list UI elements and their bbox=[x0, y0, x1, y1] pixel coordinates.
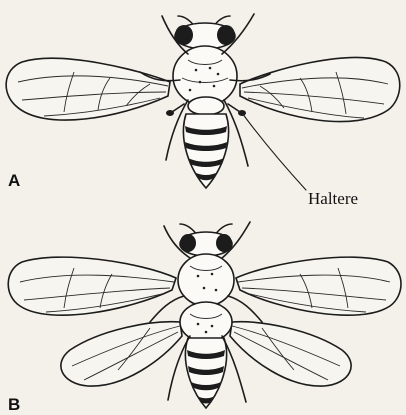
abdomen bbox=[183, 114, 228, 188]
head bbox=[175, 23, 235, 49]
panel-a-fly bbox=[6, 14, 400, 190]
upper-right-wing bbox=[236, 257, 401, 315]
thorax bbox=[178, 254, 234, 306]
haltere-callout-label: Haltere bbox=[308, 189, 358, 208]
panel-b-label: B bbox=[8, 395, 20, 414]
right-wing bbox=[240, 58, 400, 122]
abdomen bbox=[185, 338, 226, 408]
left-wing bbox=[6, 58, 170, 120]
duplicated-thorax bbox=[180, 302, 232, 342]
panel-a-label: A bbox=[8, 171, 20, 190]
lower-left-wing bbox=[61, 322, 182, 386]
lower-right-wing bbox=[230, 322, 351, 386]
head bbox=[180, 232, 232, 256]
upper-left-wing bbox=[8, 257, 176, 315]
panel-b-fly bbox=[8, 222, 401, 408]
